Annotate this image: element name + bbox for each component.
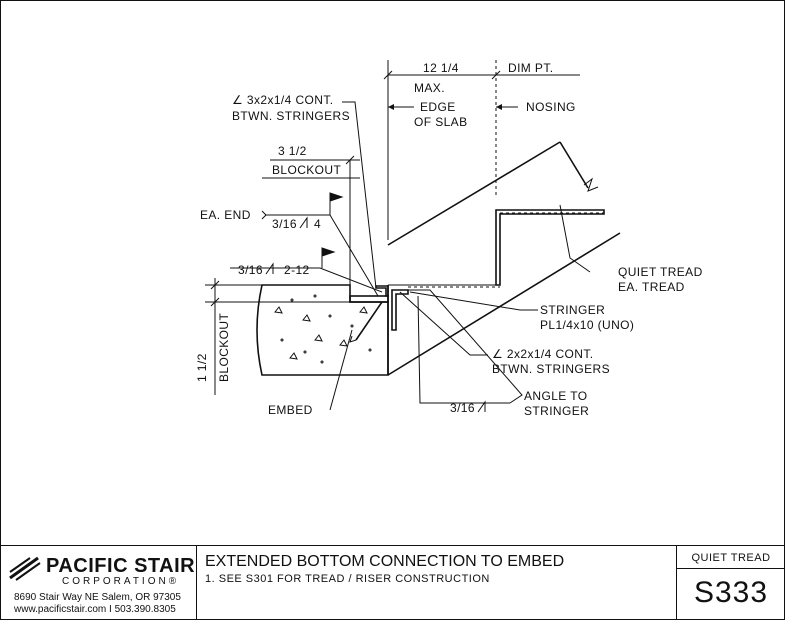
label-weld-316-angle: 3/16 [450, 401, 475, 415]
company-logo-icon [9, 556, 41, 581]
company-web-phone: www.pacificstair.com I 503.390.8305 [14, 604, 176, 615]
label-stringer-2: STRINGER [524, 404, 589, 418]
embed-plate [349, 295, 389, 343]
dimension-3-12 [262, 155, 360, 285]
label-weld-212: 2-12 [284, 263, 310, 277]
concrete-slab [256, 284, 389, 376]
quiet-tread [408, 209, 605, 288]
label-ea-tread: EA. TREAD [618, 280, 685, 294]
drawing-labels: 12 1/4 MAX. DIM PT. ∠ 3x2x1/4 CONT. BTWN… [195, 61, 703, 418]
label-stringer-size: PL1/4x10 (UNO) [540, 318, 634, 332]
company-address: 8690 Stair Way NE Salem, OR 97305 [14, 592, 181, 603]
label-ea-end: EA. END [200, 208, 251, 222]
company-logo-cell: PACIFIC STAIR CORPORATION® 8690 Stair Wa… [0, 545, 197, 620]
connection-angles [375, 285, 409, 331]
drawing-title: EXTENDED BOTTOM CONNECTION TO EMBED [205, 553, 565, 570]
label-dim-3-12: 3 1/2 [278, 144, 307, 158]
sheet-number: S333 [693, 576, 769, 609]
dimension-12-14 [383, 60, 580, 240]
label-blockout-top: BLOCKOUT [272, 163, 341, 177]
label-edge: EDGE [420, 100, 456, 114]
weld-arrow-icon [261, 210, 267, 220]
fillet-weld-icon [477, 400, 486, 413]
break-line [583, 177, 599, 192]
label-stringer: STRINGER [540, 303, 605, 317]
title-block: PACIFIC STAIR CORPORATION® 8690 Stair Wa… [0, 545, 785, 620]
sheet-divider [677, 568, 785, 569]
label-dim-12-14: 12 1/4 [423, 61, 459, 75]
label-btwn-stringers-2: BTWN. STRINGERS [492, 362, 610, 376]
label-blockout-side: BLOCKOUT [217, 313, 231, 382]
fillet-weld-icon [265, 262, 274, 275]
concrete-hatch [274, 294, 372, 364]
label-embed: EMBED [268, 403, 313, 417]
sheet-info-cell: QUIET TREAD S333 [677, 545, 785, 620]
drawing-note: 1. SEE S301 FOR TREAD / RISER CONSTRUCTI… [205, 573, 490, 585]
edge-nosing-arrows [388, 104, 518, 110]
label-angle-2x2: ∠ 2x2x1/4 CONT. [492, 347, 593, 361]
label-weld-316-212: 3/16 [238, 263, 263, 277]
label-nosing: NOSING [526, 100, 576, 114]
leader-lines [230, 101, 591, 411]
label-of-slab: OF SLAB [414, 115, 467, 129]
fillet-weld-icon [299, 216, 308, 229]
sheet-category: QUIET TREAD [691, 552, 771, 564]
company-corp: CORPORATION® [62, 576, 180, 587]
label-angle-3x2: ∠ 3x2x1/4 CONT. [232, 93, 333, 107]
label-angle-to: ANGLE TO [524, 389, 587, 403]
company-name: PACIFIC STAIR [46, 555, 196, 577]
label-max: MAX. [414, 81, 445, 95]
dimension-1-12 [205, 278, 350, 395]
label-quiet-tread: QUIET TREAD [618, 265, 703, 279]
label-dim-pt: DIM PT. [508, 61, 553, 75]
stringer-plate [387, 141, 621, 376]
drawing-description-cell: EXTENDED BOTTOM CONNECTION TO EMBED 1. S… [197, 545, 677, 620]
label-weld-4: 4 [314, 217, 321, 231]
label-weld-316-4: 3/16 [272, 217, 297, 231]
label-dim-1-12: 1 1/2 [195, 353, 209, 382]
label-btwn-stringers-1: BTWN. STRINGERS [232, 109, 350, 123]
